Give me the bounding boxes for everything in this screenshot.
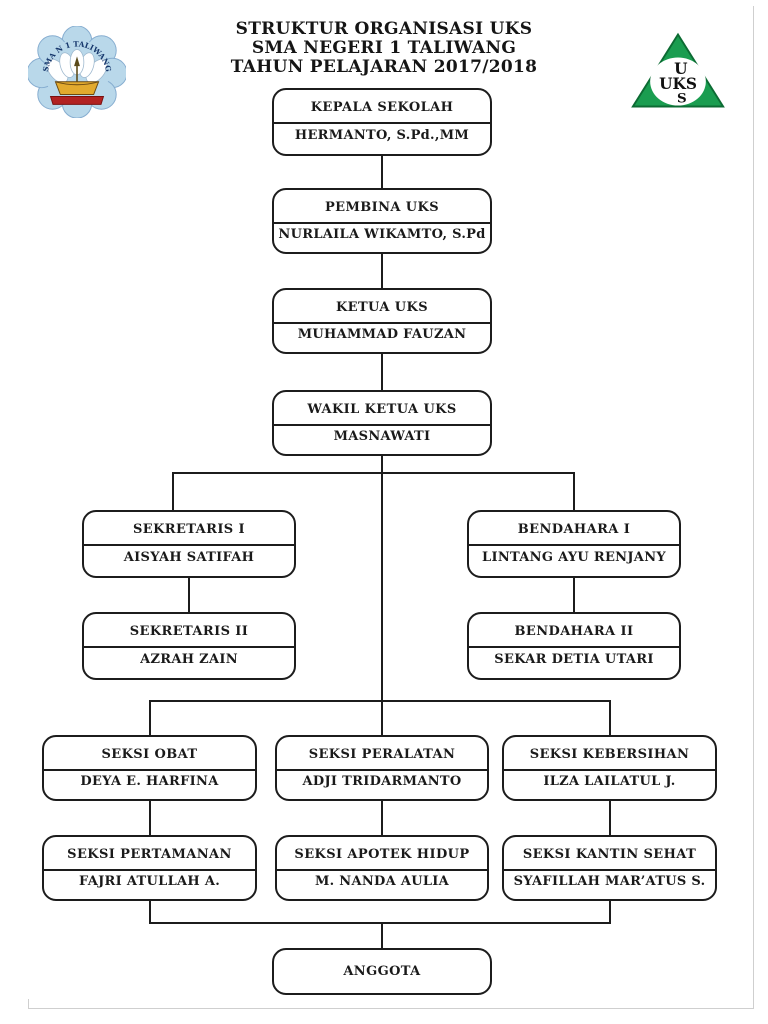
node-divider: [84, 544, 294, 546]
person-name: AZRAH ZAIN: [140, 652, 238, 667]
org-node-bendahara-2: BENDAHARA II SEKAR DETIA UTARI: [467, 612, 681, 680]
role-label: WAKIL KETUA UKS: [307, 401, 457, 417]
org-node-ketua-uks: KETUA UKS MUHAMMAD FAUZAN: [272, 288, 492, 354]
uks-triangle-logo: U UKS S: [630, 32, 726, 110]
person-name: ADJI TRIDARMANTO: [302, 774, 462, 789]
org-node-anggota: ANGGOTA: [272, 948, 492, 995]
person-name: M. NANDA AULIA: [314, 874, 450, 889]
connector: [149, 801, 151, 835]
role-label: BENDAHARA I: [517, 521, 631, 537]
role-label: SEKSI APOTEK HIDUP: [294, 846, 470, 862]
person-name: ILZA LAILATUL J.: [543, 774, 676, 789]
uks-letter-u: U: [674, 60, 688, 78]
role-label: KEPALA SEKOLAH: [310, 99, 454, 115]
connector: [172, 472, 575, 474]
connector: [573, 472, 575, 510]
school-crest-icon: SMA N 1 TALIWANG: [26, 25, 128, 119]
role-label: SEKSI KANTIN SEHAT: [522, 846, 697, 862]
page-title: STRUKTUR ORGANISASI UKS SMA NEGERI 1 TAL…: [0, 20, 768, 77]
org-node-bendahara-1: BENDAHARA I LINTANG AYU RENJANY: [467, 510, 681, 578]
uks-letter-s: S: [677, 91, 687, 107]
node-divider: [84, 646, 294, 648]
node-divider: [277, 769, 487, 771]
org-node-seksi-peralatan: SEKSI PERALATAN ADJI TRIDARMANTO: [275, 735, 489, 801]
page-edge-line: [753, 6, 754, 1009]
role-label: BENDAHARA II: [514, 623, 634, 639]
role-label: ANGGOTA: [343, 964, 421, 979]
person-name: LINTANG AYU RENJANY: [482, 550, 666, 565]
org-node-seksi-pertamanan: SEKSI PERTAMANAN FAJRI ATULLAH A.: [42, 835, 257, 901]
title-line-2: SMA NEGERI 1 TALIWANG: [251, 38, 517, 58]
connector: [188, 578, 190, 612]
person-name: MUHAMMAD FAUZAN: [297, 327, 467, 342]
person-name: HERMANTO, S.Pd.,MM: [294, 128, 470, 143]
person-name: DEYA E. HARFINA: [80, 774, 219, 789]
title-line-1: STRUKTUR ORGANISASI UKS: [235, 19, 533, 39]
node-divider: [469, 646, 679, 648]
node-divider: [274, 424, 490, 426]
connector: [609, 801, 611, 835]
title-line-3: TAHUN PELAJARAN 2017/2018: [230, 57, 538, 77]
school-crest-logo: SMA N 1 TALIWANG: [26, 25, 128, 119]
org-node-seksi-apotek-hidup: SEKSI APOTEK HIDUP M. NANDA AULIA: [275, 835, 489, 901]
node-divider: [44, 869, 255, 871]
connector: [149, 700, 151, 735]
org-node-wakil-ketua-uks: WAKIL KETUA UKS MASNAWATI: [272, 390, 492, 456]
org-node-seksi-kebersihan: SEKSI KEBERSIHAN ILZA LAILATUL J.: [502, 735, 717, 801]
connector: [609, 700, 611, 735]
connector: [381, 456, 383, 736]
page-edge-line: [28, 999, 29, 1009]
connector: [609, 901, 611, 923]
person-name: FAJRI ATULLAH A.: [78, 874, 221, 889]
connector: [381, 254, 383, 288]
connector: [381, 156, 383, 188]
node-divider: [44, 769, 255, 771]
role-label: SEKRETARIS I: [132, 521, 246, 537]
node-divider: [504, 869, 715, 871]
uks-triangle-icon: U UKS S: [631, 32, 725, 108]
connector: [573, 578, 575, 612]
role-label: SEKSI KEBERSIHAN: [529, 746, 690, 762]
node-divider: [274, 322, 490, 324]
org-node-sekretaris-1: SEKRETARIS I AISYAH SATIFAH: [82, 510, 296, 578]
person-name: NURLAILA WIKAMTO, S.Pd: [278, 227, 486, 242]
connector: [172, 472, 174, 510]
role-label: SEKSI OBAT: [101, 746, 198, 762]
org-node-seksi-obat: SEKSI OBAT DEYA E. HARFINA: [42, 735, 257, 801]
node-divider: [274, 222, 490, 224]
person-name: SYAFILLAH MAR’ATUS S.: [513, 874, 706, 889]
node-divider: [277, 869, 487, 871]
role-label: SEKSI PERTAMANAN: [67, 846, 232, 862]
node-divider: [469, 544, 679, 546]
connector: [381, 801, 383, 835]
page-edge-line: [28, 1008, 754, 1009]
person-name: AISYAH SATIFAH: [123, 550, 255, 565]
org-node-sekretaris-2: SEKRETARIS II AZRAH ZAIN: [82, 612, 296, 680]
role-label: SEKSI PERALATAN: [308, 746, 456, 762]
org-node-kepala-sekolah: KEPALA SEKOLAH HERMANTO, S.Pd.,MM: [272, 88, 492, 156]
connector: [381, 922, 383, 948]
org-node-seksi-kantin-sehat: SEKSI KANTIN SEHAT SYAFILLAH MAR’ATUS S.: [502, 835, 717, 901]
connector: [149, 922, 611, 924]
connector: [149, 700, 611, 702]
role-label: PEMBINA UKS: [324, 199, 440, 215]
node-divider: [504, 769, 715, 771]
connector: [381, 354, 383, 390]
uks-letters-uks: UKS: [659, 75, 697, 93]
role-label: SEKRETARIS II: [129, 623, 249, 639]
role-label: KETUA UKS: [335, 299, 429, 315]
person-name: MASNAWATI: [333, 429, 431, 444]
node-divider: [274, 122, 490, 124]
person-name: SEKAR DETIA UTARI: [494, 652, 654, 667]
connector: [149, 901, 151, 923]
org-node-pembina-uks: PEMBINA UKS NURLAILA WIKAMTO, S.Pd: [272, 188, 492, 254]
